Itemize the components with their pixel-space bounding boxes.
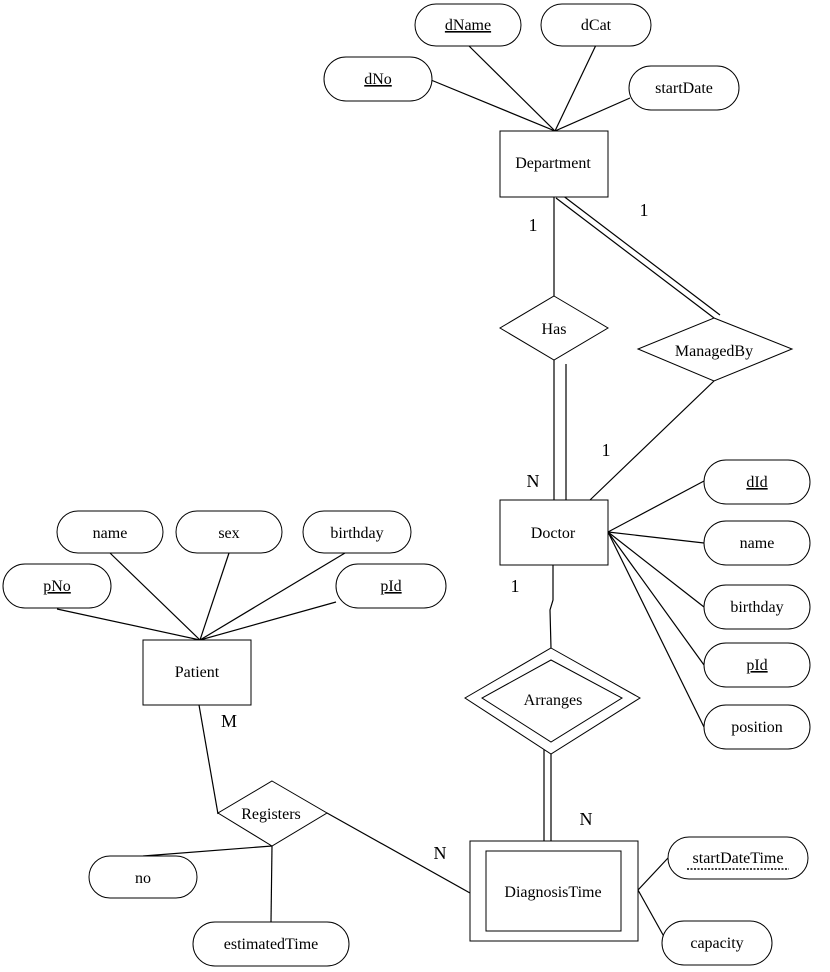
- attribute-doctor-pid-label: pId: [746, 657, 767, 674]
- edge-pno: [56, 608, 201, 641]
- attribute-sex: sex: [175, 510, 283, 554]
- edge-did: [607, 480, 705, 533]
- relationship-arranges-label: Arranges: [524, 692, 583, 709]
- cardinality-patient-registers: M: [221, 711, 237, 731]
- edge-dcat: [554, 44, 597, 132]
- cardinality-labels: 1 1 1 N 1 N M N: [221, 200, 649, 863]
- edge-dno: [430, 79, 556, 132]
- attribute-doctor-pid: pId: [703, 642, 811, 688]
- connectors: [56, 44, 721, 943]
- attribute-capacity: capacity: [661, 920, 773, 966]
- entity-diagnosistime-label: DiagnosisTime: [504, 884, 601, 901]
- entity-patient: Patient: [142, 639, 252, 706]
- edge-doctor-birthday: [607, 531, 705, 608]
- entity-department: Department: [499, 130, 609, 198]
- edge-startdatetime: [637, 857, 669, 891]
- attribute-sex-label: sex: [218, 525, 239, 542]
- cardinality-doctor-arranges: 1: [511, 576, 520, 596]
- entity-doctor-label: Doctor: [531, 525, 576, 542]
- attribute-dcat-label: dCat: [581, 17, 612, 34]
- cardinality-managedby-doctor: 1: [602, 440, 611, 460]
- attribute-dname-label: dName: [445, 17, 491, 34]
- attribute-patient-pid-label: pId: [380, 578, 401, 595]
- attribute-doctor-name-label: name: [740, 535, 775, 552]
- entity-department-label: Department: [515, 155, 591, 172]
- relationship-has: Has: [499, 295, 609, 361]
- attribute-position-label: position: [731, 719, 783, 736]
- attribute-doctor-birthday-label: birthday: [730, 599, 783, 616]
- attribute-startdatetime: startDateTime: [667, 836, 809, 880]
- relationship-managedby: ManagedBy: [636, 317, 794, 382]
- edge-doctor-pid: [607, 531, 705, 666]
- edge-dname: [467, 44, 556, 132]
- relationship-registers-label: Registers: [241, 806, 301, 823]
- cardinality-registers-diagnosis: N: [434, 843, 447, 863]
- edge-sex: [199, 552, 230, 641]
- entity-doctor: Doctor: [499, 499, 609, 566]
- relationship-registers: Registers: [217, 780, 328, 847]
- edge-department-managedby-1: [555, 197, 715, 319]
- edge-position: [607, 531, 705, 728]
- attribute-pno-label: pNo: [43, 578, 71, 595]
- edge-estimatedtime: [270, 845, 273, 923]
- attribute-startdatetime-label: startDateTime: [693, 850, 784, 867]
- attribute-dcat: dCat: [540, 3, 652, 47]
- relationship-arranges: Arranges: [464, 647, 641, 755]
- attribute-startdate: startDate: [628, 65, 740, 111]
- attribute-patient-birthday-label: birthday: [330, 525, 383, 542]
- edge-startdate: [554, 97, 631, 132]
- attribute-doctor-birthday: birthday: [703, 584, 811, 630]
- edge-no: [142, 845, 273, 857]
- attribute-dno-label: dNo: [364, 71, 392, 88]
- attribute-startdate-label: startDate: [655, 80, 713, 97]
- attribute-patient-birthday: birthday: [302, 510, 412, 554]
- edge-doctor-arranges: [549, 565, 554, 649]
- attribute-did-label: dId: [746, 474, 767, 491]
- attribute-dno: dNo: [323, 56, 433, 102]
- cardinality-department-has: 1: [529, 215, 538, 235]
- edge-patient-name: [109, 552, 201, 641]
- edge-registers-diagnosis: [326, 812, 471, 894]
- attribute-patient-pid: pId: [335, 563, 447, 609]
- attribute-position: position: [703, 704, 811, 750]
- attribute-doctor-name: name: [703, 520, 811, 566]
- cardinality-arranges-diagnosis: N: [580, 809, 593, 829]
- edge-capacity: [637, 889, 668, 943]
- cardinality-has-doctor: N: [527, 471, 540, 491]
- edge-patient-registers: [198, 704, 219, 815]
- edge-doctor-name: [607, 531, 705, 544]
- relationship-has-label: Has: [542, 321, 567, 338]
- attribute-pno: pNo: [2, 563, 112, 609]
- edge-patient-birthday: [199, 552, 346, 641]
- attribute-no-label: no: [135, 870, 151, 887]
- attribute-capacity-label: capacity: [690, 935, 743, 952]
- edge-patient-pid: [199, 601, 337, 641]
- attribute-did: dId: [703, 459, 811, 505]
- attribute-dname: dName: [414, 3, 522, 47]
- entity-patient-label: Patient: [175, 664, 220, 681]
- relationship-managedby-label: ManagedBy: [675, 343, 753, 360]
- attribute-estimatedtime: estimatedTime: [192, 921, 350, 967]
- attribute-estimatedtime-label: estimatedTime: [224, 936, 319, 953]
- attribute-patient-name: name: [56, 510, 164, 554]
- edge-department-managedby-2: [561, 194, 721, 316]
- attribute-patient-name-label: name: [93, 525, 128, 542]
- cardinality-department-managedby: 1: [640, 200, 649, 220]
- entity-diagnosistime: DiagnosisTime: [469, 840, 639, 942]
- attribute-no: no: [88, 855, 198, 899]
- edge-managedby-doctor: [589, 380, 715, 501]
